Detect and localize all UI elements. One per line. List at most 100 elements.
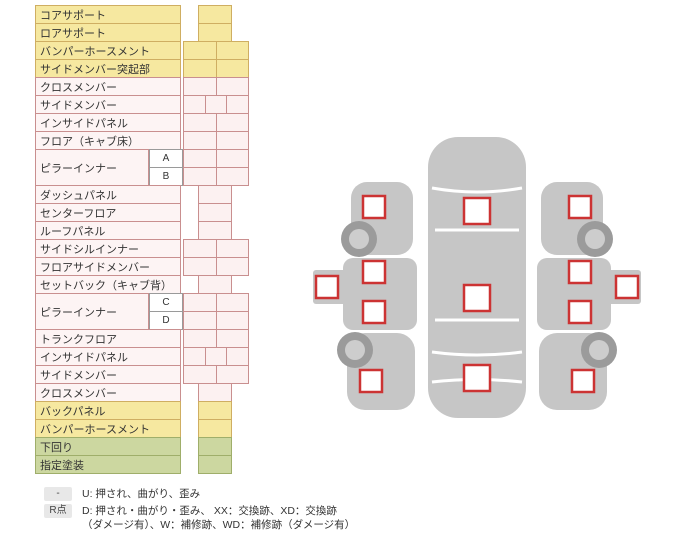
- part-label: ピラーインナー: [35, 149, 149, 186]
- right-front-fender-marker[interactable]: [567, 194, 593, 220]
- damage-cell-group: [183, 41, 249, 60]
- right-front-door-marker[interactable]: [567, 259, 593, 285]
- left-front-fender-marker[interactable]: [361, 194, 387, 220]
- damage-checkbox-cell[interactable]: [198, 419, 232, 438]
- pillar-section-label: B: [149, 167, 183, 186]
- damage-checkbox-cell[interactable]: [215, 239, 249, 258]
- damage-checkbox-cell[interactable]: [198, 275, 232, 294]
- damage-checkbox-cell[interactable]: [183, 257, 217, 276]
- part-label: ルーフパネル: [35, 221, 181, 240]
- damage-checkbox-cell[interactable]: [183, 113, 217, 132]
- damage-checkbox-cell[interactable]: [215, 41, 249, 60]
- part-label: 指定塗装: [35, 455, 181, 474]
- pillar-sub-row: B: [149, 167, 287, 186]
- damage-cell-group: [183, 167, 249, 186]
- part-label: フロア（キャブ床）: [35, 131, 181, 150]
- damage-checkbox-cell[interactable]: [215, 257, 249, 276]
- damage-checkbox-cell[interactable]: [183, 59, 217, 78]
- top-view-trunk-marker[interactable]: [462, 363, 492, 393]
- left-side-sill-marker[interactable]: [314, 274, 340, 300]
- damage-cell-group: [198, 185, 232, 204]
- damage-checkbox-cell[interactable]: [183, 329, 217, 348]
- damage-checkbox-cell[interactable]: [183, 95, 206, 114]
- damage-checkbox-cell[interactable]: [198, 203, 232, 222]
- part-label: クロスメンバー: [35, 383, 181, 402]
- top-view-roof-marker[interactable]: [462, 283, 492, 313]
- part-label: サイドメンバー突起部: [35, 59, 181, 78]
- damage-checkbox-cell[interactable]: [183, 77, 217, 96]
- damage-checkbox-cell[interactable]: [215, 113, 249, 132]
- part-row: バンパーホースメント: [35, 41, 287, 60]
- damage-checkbox-cell[interactable]: [215, 167, 249, 186]
- part-row: サイドメンバー突起部: [35, 59, 287, 78]
- damage-checkbox-cell[interactable]: [198, 383, 232, 402]
- left-rear-fender-marker[interactable]: [358, 368, 384, 394]
- damage-checkbox-cell[interactable]: [198, 221, 232, 240]
- damage-cell-group: [183, 257, 249, 276]
- damage-checkbox-cell[interactable]: [183, 167, 217, 186]
- rear-wheel-hub-icon: [345, 340, 365, 360]
- damage-checkbox-cell[interactable]: [215, 293, 249, 312]
- part-row: セットバック（キャブ背）: [35, 275, 287, 294]
- damage-checkbox-cell[interactable]: [226, 95, 250, 114]
- damage-cell-group: [198, 419, 232, 438]
- damage-checkbox-cell[interactable]: [183, 347, 206, 366]
- part-row: バンパーホースメント: [35, 419, 287, 438]
- damage-checkbox-cell[interactable]: [215, 59, 249, 78]
- right-rear-fender-marker[interactable]: [570, 368, 596, 394]
- damage-checkbox-cell[interactable]: [215, 131, 249, 150]
- damage-checkbox-cell[interactable]: [198, 401, 232, 420]
- damage-checkbox-cell[interactable]: [183, 293, 217, 312]
- part-row: サイドシルインナー: [35, 239, 287, 258]
- legend-item-u: - U: 押され、曲がり、歪み: [44, 487, 355, 501]
- damage-checkbox-cell[interactable]: [183, 41, 217, 60]
- damage-checkbox-cell[interactable]: [183, 365, 217, 384]
- part-row: ダッシュパネル: [35, 185, 287, 204]
- damage-cell-group: [183, 149, 249, 168]
- part-row: トランクフロア: [35, 329, 287, 348]
- damage-checkbox-cell[interactable]: [204, 347, 228, 366]
- part-label: バンパーホースメント: [35, 41, 181, 60]
- damage-checkbox-cell[interactable]: [198, 455, 232, 474]
- damage-checkbox-cell[interactable]: [215, 311, 249, 330]
- left-rear-door-marker[interactable]: [361, 299, 387, 325]
- part-row: バックパネル: [35, 401, 287, 420]
- damage-checkbox-cell[interactable]: [198, 5, 232, 24]
- part-label: サイドシルインナー: [35, 239, 181, 258]
- damage-checkbox-cell[interactable]: [183, 149, 217, 168]
- damage-checkbox-cell[interactable]: [183, 239, 217, 258]
- pillar-section-label: C: [149, 293, 183, 312]
- damage-checkbox-cell[interactable]: [215, 77, 249, 96]
- part-row: 下回り: [35, 437, 287, 456]
- damage-checkbox-cell[interactable]: [198, 437, 232, 456]
- right-side-sill-marker[interactable]: [614, 274, 640, 300]
- damage-checkbox-cell[interactable]: [215, 149, 249, 168]
- left-front-door-marker[interactable]: [361, 259, 387, 285]
- damage-checkbox-cell[interactable]: [198, 185, 232, 204]
- damage-checkbox-cell[interactable]: [183, 311, 217, 330]
- pillar-section-label: D: [149, 311, 183, 330]
- damage-checkbox-cell[interactable]: [198, 23, 232, 42]
- part-row: インサイドパネル: [35, 347, 287, 366]
- legend-text-r: D: 押され・曲がり・歪み、 XX：交換跡、XD：交換跡 （ダメージ有）、W：補…: [82, 505, 356, 531]
- damage-checkbox-cell[interactable]: [226, 347, 250, 366]
- damage-cell-group: [183, 347, 250, 366]
- right-rear-door-marker[interactable]: [567, 299, 593, 325]
- part-row: フロアサイドメンバー: [35, 257, 287, 276]
- part-row: コアサポート: [35, 5, 287, 24]
- part-row: ルーフパネル: [35, 221, 287, 240]
- part-row: クロスメンバー: [35, 77, 287, 96]
- damage-cell-group: [183, 329, 249, 348]
- top-view-hood-marker[interactable]: [462, 196, 492, 226]
- damage-cell-group: [183, 365, 249, 384]
- part-row: 指定塗装: [35, 455, 287, 474]
- left-door-section: [343, 258, 417, 330]
- damage-checkbox-cell[interactable]: [215, 329, 249, 348]
- damage-checkbox-cell[interactable]: [204, 95, 228, 114]
- parts-table: コアサポートロアサポートバンパーホースメントサイドメンバー突起部クロスメンバーサ…: [35, 5, 287, 474]
- damage-cell-group: [183, 95, 250, 114]
- part-label: フロアサイドメンバー: [35, 257, 181, 276]
- damage-checkbox-cell[interactable]: [215, 365, 249, 384]
- damage-checkbox-cell[interactable]: [183, 131, 217, 150]
